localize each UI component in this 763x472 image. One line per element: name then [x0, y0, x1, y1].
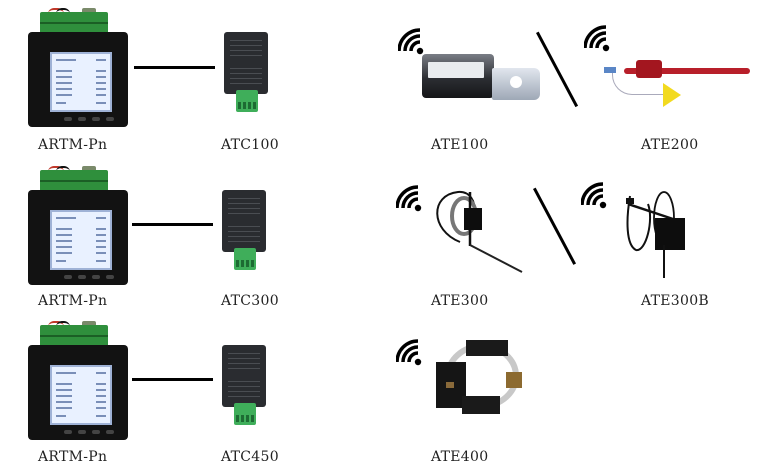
- wireless-sensor-label: ATE400: [431, 449, 489, 465]
- wired-sensor-label: ATC300: [221, 293, 279, 309]
- ate100-sensor: [422, 54, 542, 102]
- wifi-signal-icon: [581, 182, 607, 209]
- wired-connection-line: [132, 223, 213, 226]
- wifi-signal-icon: [398, 28, 424, 55]
- wifi-signal-icon: [396, 185, 422, 212]
- wireless-sensor-label: ATE100: [431, 137, 489, 153]
- wifi-signal-icon: [396, 339, 422, 366]
- atc300-module: [222, 190, 266, 272]
- wired-sensor-label: ATC450: [221, 449, 279, 465]
- wireless-sensor-label: ATE300: [431, 293, 489, 309]
- artm-pn-meter-3: [26, 321, 130, 440]
- controller-label: ARTM-Pn: [38, 137, 108, 153]
- ate400-sensor: [436, 340, 522, 414]
- ate300-sensor: [436, 190, 523, 273]
- controller-label: ARTM-Pn: [38, 293, 108, 309]
- artm-pn-meter-2: [26, 166, 130, 285]
- artm-pn-meter-1: [26, 8, 130, 127]
- ate300b-sensor: [626, 191, 685, 278]
- alternative-separator: [533, 187, 577, 265]
- wired-connection-line: [132, 378, 213, 381]
- atc450-module: [222, 345, 266, 427]
- wired-sensor-label: ATC100: [221, 137, 279, 153]
- atc100-module: [224, 32, 268, 114]
- alternative-separator: [536, 31, 579, 108]
- wifi-signal-icon: [584, 25, 610, 52]
- controller-label: ARTM-Pn: [38, 449, 108, 465]
- wireless-sensor-label: ATE200: [641, 137, 699, 153]
- ate200-sensor: [604, 56, 754, 107]
- wired-connection-line: [134, 66, 215, 69]
- wireless-sensor-label: ATE300B: [641, 293, 710, 309]
